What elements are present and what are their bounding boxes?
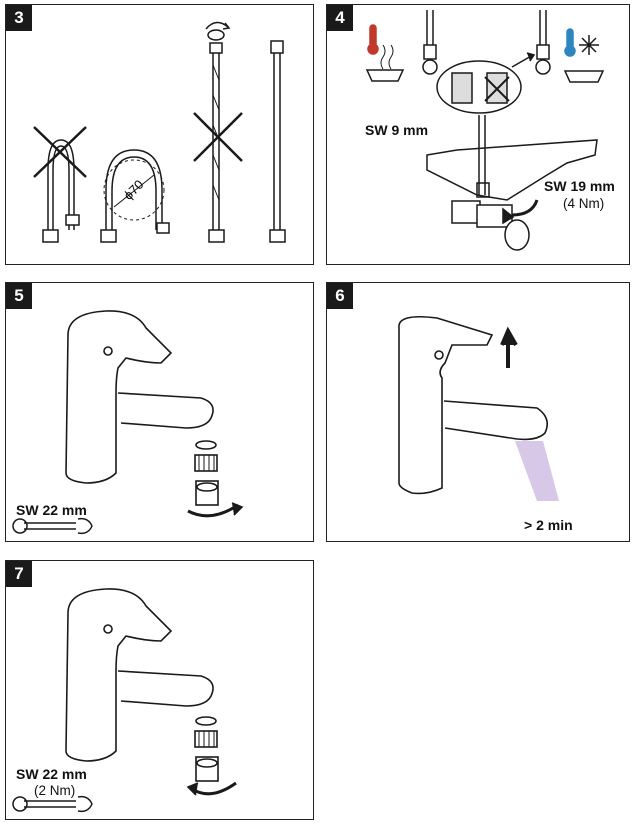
wrench-size-label: SW 22 mm [16,502,87,518]
open-end-wrench-icon [12,795,93,813]
connection-illustration [365,10,605,251]
open-end-wrench-icon [12,517,93,535]
up-arrow-icon [500,326,518,368]
step-number: 5 [6,283,32,309]
aerator-install-illustration [12,588,237,813]
wrench-size-label: SW 9 mm [365,122,429,138]
hose-bending-illustration: ϕ70 [33,21,286,243]
cold-water-snowflake-icon [563,28,605,83]
step-number: 7 [6,561,32,587]
step-7-panel: 7 SW 22 mm (2 Nm) [5,560,314,820]
step-3-panel: 3 [5,4,314,265]
flush-time-label: > 2 min [524,517,573,533]
step-number: 6 [327,283,353,309]
torque-label: (4 Nm) [563,196,605,211]
step-6-panel: 6 > 2 min [326,282,630,542]
nut-size-label: SW 19 mm [544,178,615,194]
wrench-size-label: SW 22 mm [16,766,87,782]
water-stream [515,441,559,501]
flushing-illustration [398,315,559,501]
aerator-removal-illustration [12,310,244,535]
step-5-panel: 5 SW 22 mm [5,282,314,542]
step-number: 3 [6,5,32,31]
step-4-panel: 4 [326,4,630,265]
torque-label: (2 Nm) [34,783,76,798]
step-number: 4 [327,5,353,31]
hot-water-thermometer-icon [365,24,405,82]
